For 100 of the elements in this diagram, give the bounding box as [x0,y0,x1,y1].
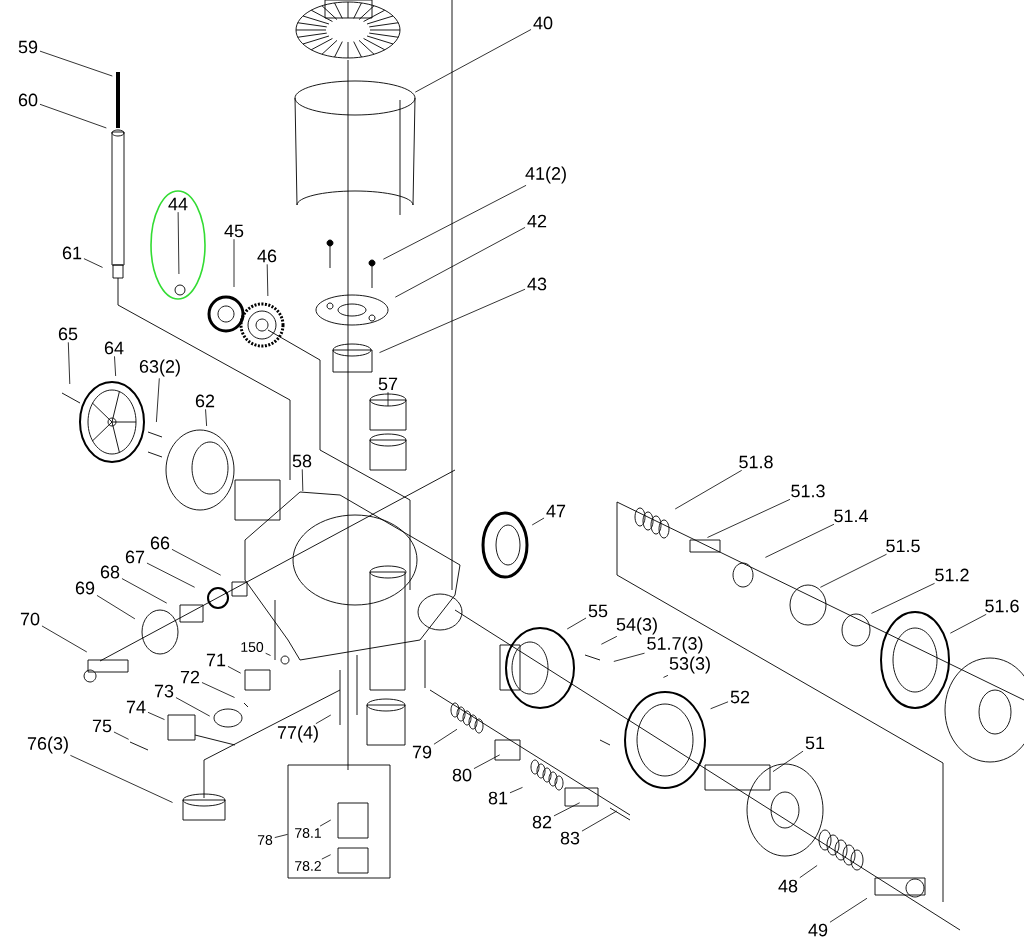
callout-number: 68 [100,565,120,579]
callout-number: 52 [730,690,750,704]
callout-number: 69 [75,581,95,595]
leader-line [321,854,332,860]
callout-number: 44 [168,197,188,211]
leader-line [266,263,269,297]
callout-number: 77(4) [277,725,318,743]
callout-number: 40 [533,16,553,30]
leader-line [39,103,107,129]
callout-number: 83 [560,831,580,845]
callout-number: 58 [292,454,312,468]
callout-number: 71 [206,653,226,667]
callout-number: 63(2) [139,359,180,377]
leader-line [39,50,113,77]
callout-number: 43 [527,277,547,291]
callout-number: 51.4 [834,509,868,523]
leader-line [820,553,887,588]
callout-number: 57 [378,377,398,391]
leader-line [41,625,88,653]
leader-line [175,697,211,717]
leader-line [394,227,526,298]
leader-line [707,498,791,538]
callout-number: 54(3) [616,617,657,635]
callout-number: 80 [452,768,472,782]
callout-number: 72 [180,670,200,684]
callout-number: 62 [195,394,215,408]
callout-number: 81 [488,791,508,805]
leader-line [949,613,987,634]
callout-number: 41(2) [525,166,566,184]
leader-line [433,728,458,745]
callout-number: 67 [125,550,145,564]
callout-number: 51.3 [791,484,825,498]
callout-number: 79 [412,745,432,759]
leader-line [171,548,222,576]
leader-line [509,787,523,794]
callout-number: 78.2 [295,861,321,871]
callout-number: 51.8 [739,455,773,469]
callout-number: 75 [92,719,112,733]
leader-line [600,635,618,645]
leader-line [156,377,160,423]
leader-line [772,750,804,773]
callout-number: 73 [154,684,174,698]
leader-line [177,211,180,275]
leader-line [765,523,835,558]
leader-line [710,701,729,710]
callout-number: 53(3) [669,656,710,674]
callout-number: 49 [808,923,828,937]
callout-number: 51 [805,736,825,750]
callout-number: 78.1 [295,828,321,838]
leader-line [553,802,581,817]
leader-line [319,819,332,827]
leader-line [414,29,532,93]
callout-number: 42 [527,214,547,228]
leader-line [265,652,271,656]
callout-number: 65 [58,327,78,341]
leader-line [531,517,545,526]
leader-line [473,754,501,769]
callout-number: 51.6 [985,599,1019,613]
leader-line [201,682,235,698]
leader-line [387,391,389,407]
leader-line [379,288,526,353]
kit-frame [287,764,391,879]
leader-line [114,355,117,377]
leader-line [96,595,136,620]
leader-line [301,468,304,492]
leader-line [674,469,743,510]
leader-line [663,674,669,678]
callout-number: 59 [18,40,38,54]
leader-line [566,617,587,630]
callout-number: 78 [257,835,273,845]
callout-number: 76(3) [27,736,68,754]
leader-line [274,833,288,838]
leader-line [146,562,196,588]
callout-number: 45 [224,224,244,238]
leader-line [83,258,103,268]
leader-line [871,582,935,614]
callout-number: 60 [18,93,38,107]
callout-number: 82 [532,815,552,829]
leader-line [613,652,645,662]
callout-number: 47 [546,504,566,518]
leader-line [70,754,173,803]
leader-line [233,238,235,288]
leader-line [147,711,165,720]
leader-line [829,897,868,923]
leader-line [205,408,207,427]
leader-line [67,341,71,385]
leader-line [315,714,332,725]
callout-number: 51.7(3) [647,636,703,654]
leader-line [227,666,242,674]
leader-line [113,731,130,740]
leader-line [799,865,818,879]
callout-number: 61 [62,246,82,260]
callout-number: 46 [257,249,277,263]
leader-line [121,578,168,604]
callout-number: 150 [241,642,264,652]
callout-number: 51.5 [886,539,920,553]
callout-number: 51.2 [935,568,969,582]
callout-number: 66 [150,536,170,550]
leader-line [382,184,527,260]
callout-number: 74 [126,700,146,714]
